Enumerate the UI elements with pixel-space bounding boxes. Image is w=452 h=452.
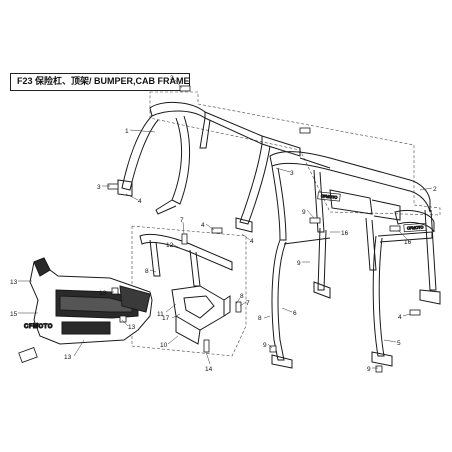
callout-8: 8 <box>258 315 262 322</box>
callout-14: 14 <box>205 366 213 373</box>
assembly-outline-upper <box>149 91 441 216</box>
nut-icon <box>269 345 277 353</box>
callout-4: 4 <box>138 198 142 205</box>
callout-13: 13 <box>99 290 107 297</box>
callout-15: 15 <box>10 311 18 318</box>
callout-2: 2 <box>433 186 437 193</box>
callout-3: 3 <box>290 170 294 177</box>
bolt-icon <box>179 85 191 92</box>
callout-9: 9 <box>367 366 371 373</box>
callout-9: 9 <box>297 260 301 267</box>
rear-roll-bar-left <box>271 237 331 369</box>
assembly-outline-lower <box>131 225 247 357</box>
callout-16: 16 <box>341 230 349 237</box>
callout-7: 7 <box>246 300 250 307</box>
bolt-icon <box>211 227 223 234</box>
diagram-title: F23 保险杠、顶架/ BUMPER,CAB FRAME <box>10 73 190 91</box>
callout-17: 17 <box>162 315 170 322</box>
bumper-brand-label: CFMOTO <box>24 324 53 330</box>
nut-icon <box>119 315 127 323</box>
callout-4: 4 <box>398 314 402 321</box>
nut-icon <box>111 287 119 295</box>
callout-13: 13 <box>128 324 136 331</box>
callout-16: 16 <box>404 239 412 246</box>
frame-decal-right: CFMOTO <box>407 225 424 230</box>
logo-badge-icon <box>18 347 38 363</box>
callout-13: 13 <box>10 279 18 286</box>
callout-11: 11 <box>157 311 164 318</box>
rear-roll-bar-right <box>371 231 433 367</box>
front-bumper: CFMOTO <box>24 257 153 345</box>
callout-8: 8 <box>240 293 244 300</box>
callout-5: 5 <box>397 340 401 347</box>
callout-7: 7 <box>180 217 184 224</box>
callout-13: 13 <box>64 354 72 361</box>
bolt-icon <box>203 339 210 353</box>
frame-decal-left: CFMOTO <box>321 194 338 200</box>
callout-4: 4 <box>250 238 254 245</box>
callout-1: 1 <box>125 128 129 135</box>
callout-labels: 3 1 3 4 3 2 9 16 4 7 12 4 9 16 8 13 13 8… <box>10 75 437 373</box>
callout-18: 18 <box>32 322 40 329</box>
callout-12: 12 <box>166 242 174 249</box>
bolt-icon <box>299 127 311 134</box>
fasteners <box>18 85 421 373</box>
leader-lines <box>18 79 433 369</box>
callout-10: 10 <box>160 342 168 349</box>
callout-9: 9 <box>302 209 306 216</box>
bolt-icon <box>107 183 119 190</box>
nut-icon <box>375 365 383 373</box>
callout-3: 3 <box>97 184 101 191</box>
callout-3: 3 <box>170 75 174 82</box>
bolt-icon <box>389 225 401 232</box>
bolt-icon <box>309 217 321 224</box>
callout-6: 6 <box>293 310 297 317</box>
main-cab-frame: CFMOTO CFMOTO <box>269 151 441 305</box>
bolt-icon <box>181 233 188 245</box>
bolt-icon <box>409 309 421 316</box>
bolt-icon <box>235 301 242 313</box>
bumper-bracket <box>139 233 233 345</box>
callout-4: 4 <box>201 222 205 229</box>
callout-9: 9 <box>263 342 267 349</box>
callout-8: 8 <box>145 268 149 275</box>
